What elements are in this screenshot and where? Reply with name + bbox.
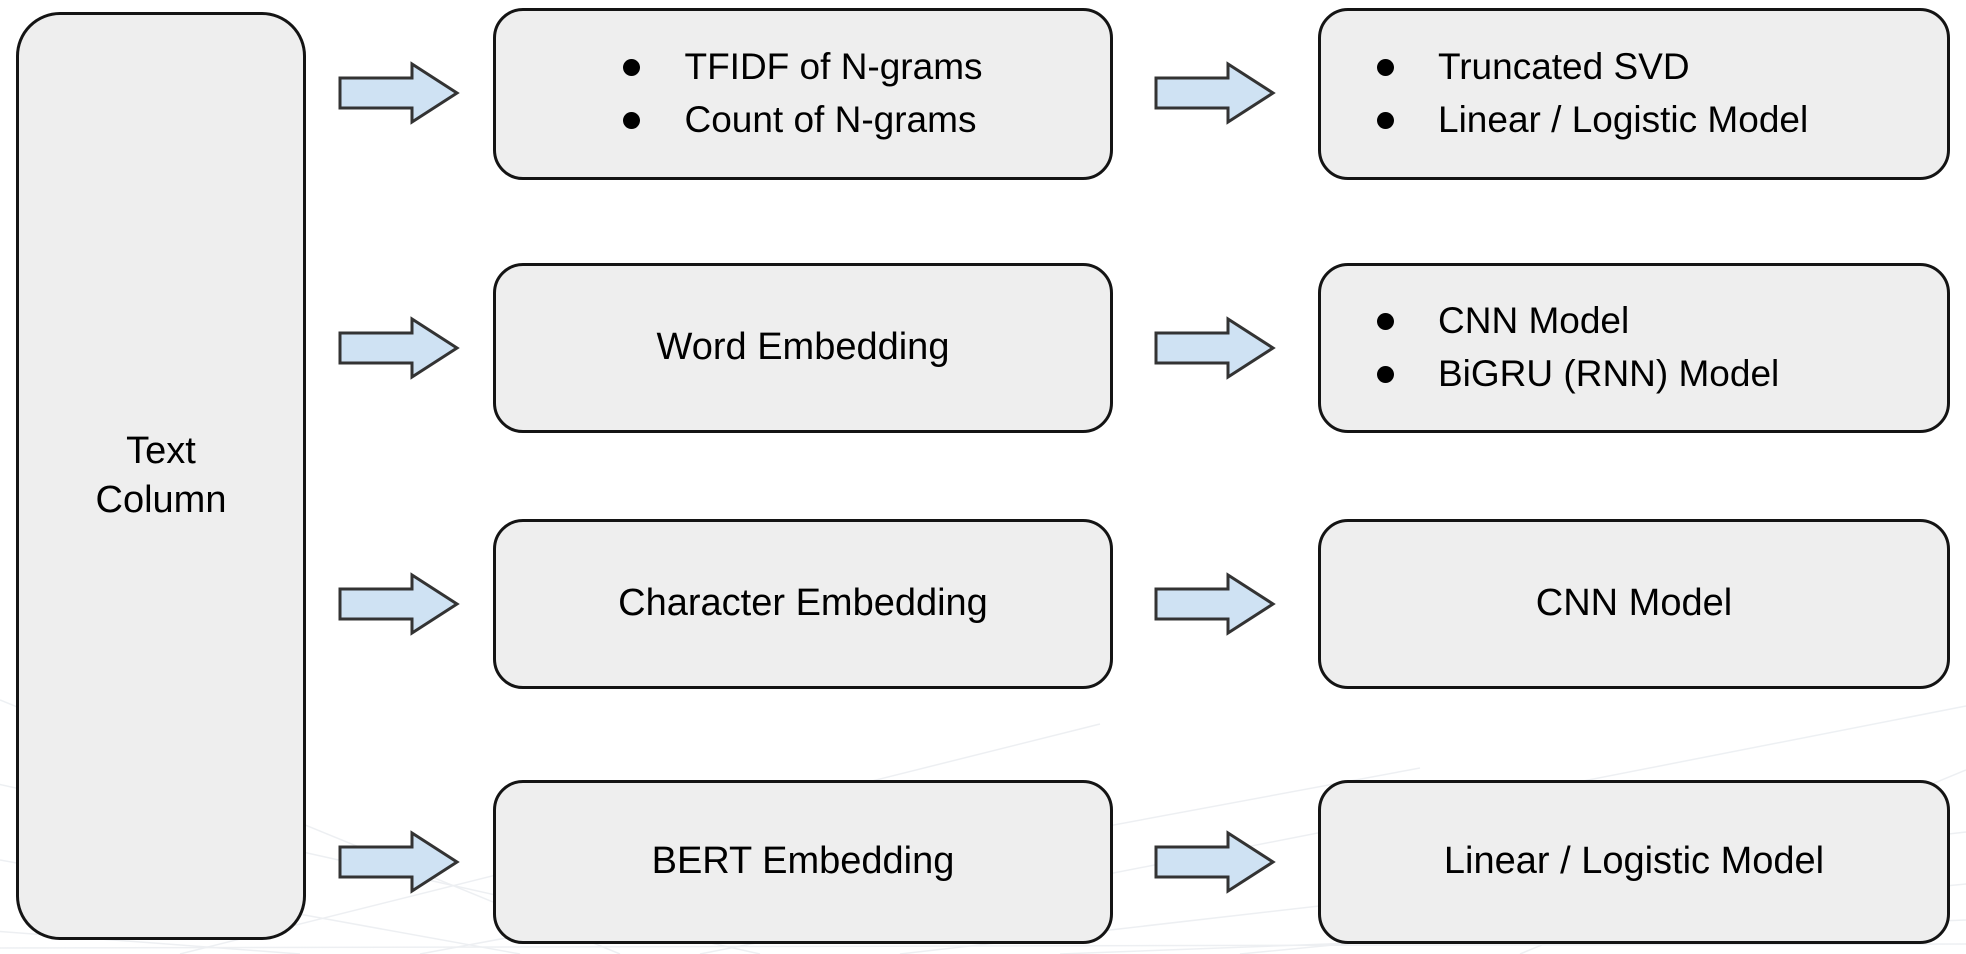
- model-box-cnn: CNN Model: [1318, 519, 1950, 689]
- list-item: Truncated SVD: [1377, 47, 1808, 88]
- bullet-icon: [1377, 365, 1394, 383]
- list-item-label: TFIDF of N-grams: [684, 46, 983, 88]
- list-item: Count of N-grams: [623, 99, 982, 141]
- model-box-linear-logistic: Linear / Logistic Model: [1318, 780, 1950, 944]
- feature-box-word-embedding: Word Embedding: [493, 263, 1113, 433]
- feature-label: BERT Embedding: [651, 840, 955, 883]
- arrow-row4-source-to-feature-icon: [338, 830, 460, 894]
- list-item-label: BiGRU (RNN) Model: [1438, 353, 1780, 394]
- list-item: CNN Model: [1377, 301, 1779, 342]
- arrow-row1-source-to-feature-icon: [338, 61, 460, 125]
- source-box-text-column: Text Column: [16, 12, 306, 940]
- list-item: Linear / Logistic Model: [1377, 99, 1809, 141]
- arrow-row3-source-to-feature-icon: [338, 572, 460, 636]
- list-item: BiGRU (RNN) Model: [1377, 353, 1780, 395]
- bullet-icon: [1377, 111, 1394, 129]
- arrow-row2-feature-to-model-icon: [1154, 316, 1276, 380]
- arrow-row3-feature-to-model-icon: [1154, 572, 1276, 636]
- feature-box-ngrams: TFIDF of N-grams Count of N-grams: [493, 8, 1113, 180]
- arrow-row2-source-to-feature-icon: [338, 316, 460, 380]
- arrow-row1-feature-to-model-icon: [1154, 61, 1276, 125]
- list-item-label: Count of N-grams: [684, 99, 977, 140]
- list-item-label: Linear / Logistic Model: [1438, 99, 1809, 140]
- feature-label: Character Embedding: [618, 582, 988, 625]
- feature-label: Word Embedding: [656, 326, 950, 369]
- model-svd-linear-list: Truncated SVD Linear / Logistic Model: [1377, 47, 1808, 140]
- list-item: TFIDF of N-grams: [623, 46, 983, 88]
- feature-box-bert-embedding: BERT Embedding: [493, 780, 1113, 944]
- model-box-cnn-bigru: CNN Model BiGRU (RNN) Model: [1318, 263, 1950, 433]
- list-item-label: Truncated SVD: [1438, 46, 1690, 88]
- model-label: CNN Model: [1535, 582, 1733, 625]
- model-label: Linear / Logistic Model: [1443, 840, 1825, 883]
- bullet-icon: [623, 111, 641, 129]
- source-label: Text Column: [95, 429, 227, 521]
- feature-ngrams-list: TFIDF of N-grams Count of N-grams: [623, 46, 983, 141]
- arrow-row4-feature-to-model-icon: [1154, 830, 1276, 894]
- model-cnn-bigru-list: CNN Model BiGRU (RNN) Model: [1377, 301, 1779, 394]
- list-item-label: CNN Model: [1438, 300, 1630, 342]
- bullet-icon: [623, 59, 641, 77]
- bullet-icon: [1377, 313, 1394, 331]
- model-box-svd-linear: Truncated SVD Linear / Logistic Model: [1318, 8, 1950, 180]
- feature-box-character-embedding: Character Embedding: [493, 519, 1113, 689]
- bullet-icon: [1377, 59, 1394, 77]
